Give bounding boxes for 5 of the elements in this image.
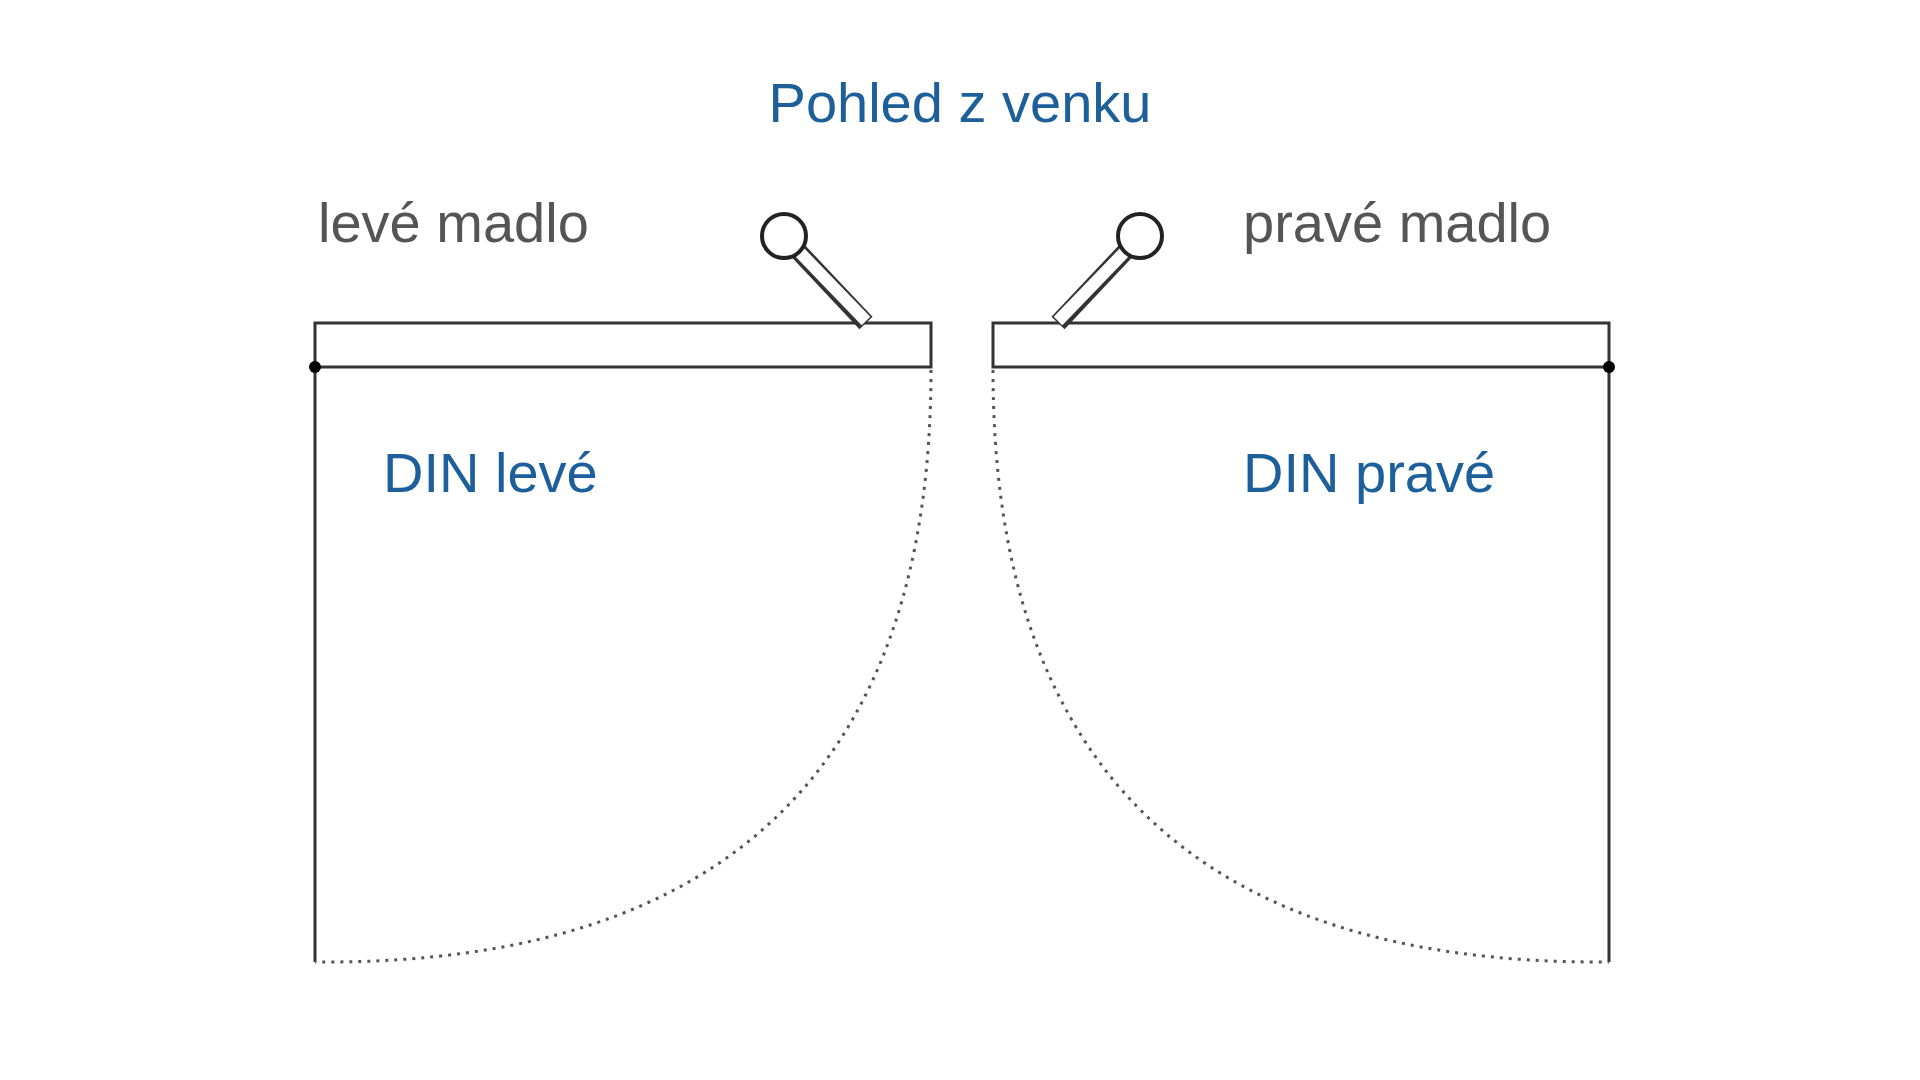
title: Pohled z venku: [767, 70, 1153, 135]
handle-label: levé madlo: [318, 190, 589, 255]
handle-label: pravé madlo: [1243, 190, 1552, 255]
door-type-label: DIN levé: [383, 440, 598, 505]
door-type-label: DIN pravé: [1243, 440, 1496, 505]
